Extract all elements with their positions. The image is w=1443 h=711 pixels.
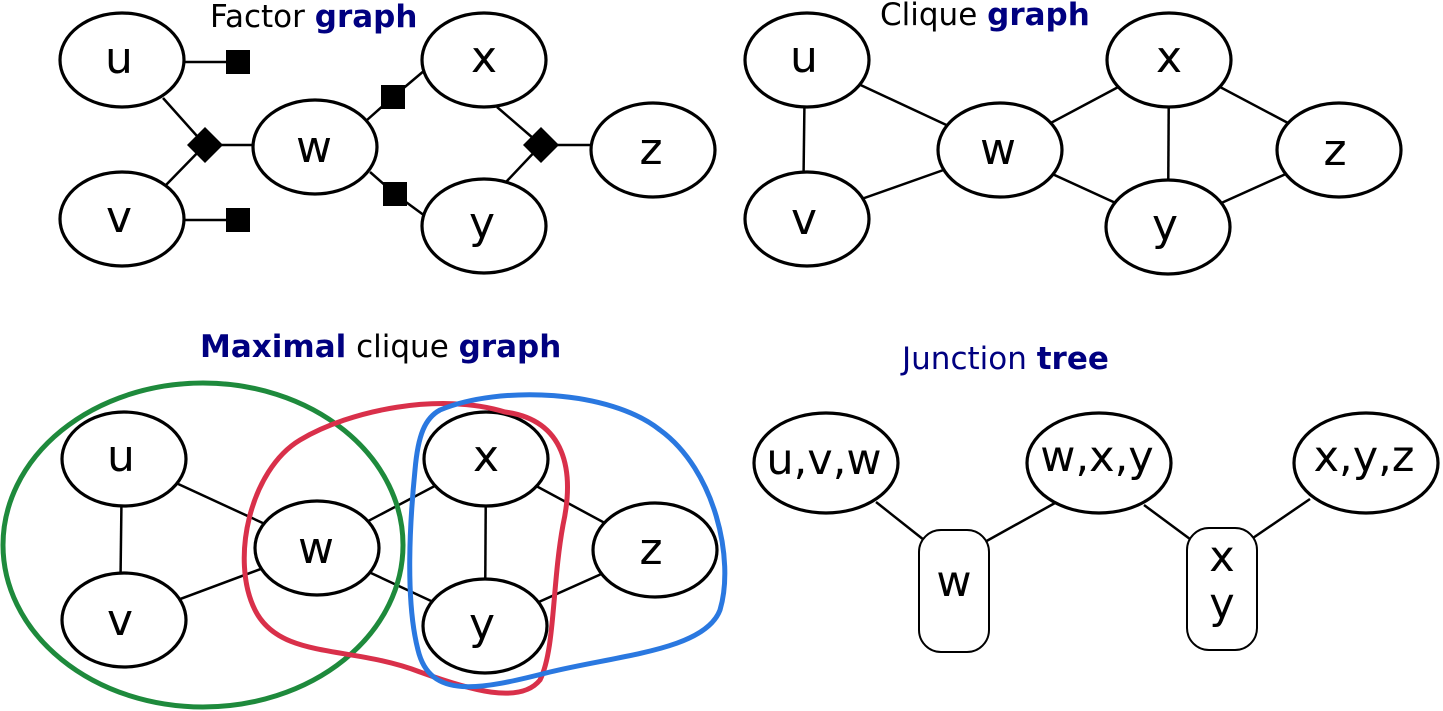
- junction-tree-title: Junction tree: [900, 341, 1109, 377]
- fg-node-z-label: z: [639, 124, 662, 175]
- mcg-node-y: y: [421, 577, 549, 675]
- cg-node-x-label: x: [1156, 32, 1182, 83]
- mcg-title-bold: Maximal: [200, 329, 346, 365]
- jt-separator-w: w: [918, 529, 990, 653]
- fg-node-w: w: [251, 98, 379, 196]
- mcg-node-u-label: u: [107, 431, 135, 482]
- mcg-node-u: u: [60, 410, 188, 508]
- fg-node-y-label: y: [469, 198, 495, 249]
- jt-title-plain: Junction: [900, 341, 1037, 377]
- factor-uvw-diamond: [187, 127, 223, 163]
- jt-separator-w-label: w: [936, 557, 971, 607]
- cg-node-y: y: [1104, 178, 1232, 276]
- factor-wx-square: [381, 85, 405, 109]
- factor-graph-title-plain: Factor: [210, 0, 315, 35]
- jt-clique-uvw: u,v,w: [752, 411, 900, 515]
- jt-clique-wxy: w,x,y: [1025, 411, 1173, 515]
- mcg-node-x-label: x: [473, 431, 499, 482]
- cg-node-x: x: [1105, 11, 1233, 109]
- mcg-node-w: w: [253, 499, 381, 597]
- factor-xyz-diamond: [523, 127, 559, 163]
- clique-hull-green: [0, 380, 406, 710]
- cg-node-y-label: y: [1152, 200, 1178, 251]
- maximal-clique-graph-panel: Maximal clique graph u v w x y: [0, 329, 728, 710]
- cg-node-z: z: [1275, 101, 1403, 199]
- cg-node-z-label: z: [1323, 125, 1346, 176]
- jt-separator-xy-label-y: y: [1209, 579, 1234, 629]
- clique-hull-red: [241, 401, 570, 696]
- mcg-node-v-label: v: [107, 595, 133, 646]
- factor-graph-panel: Factor graph u v w: [58, 0, 717, 275]
- factor-wy-square: [383, 182, 407, 206]
- mcg-node-y-label: y: [469, 599, 495, 650]
- factor-graph-title-bold: graph: [315, 0, 418, 35]
- jt-clique-wxy-label: w,x,y: [1040, 432, 1153, 482]
- fg-node-z: z: [589, 101, 717, 199]
- mcg-node-z-label: z: [639, 524, 662, 575]
- jt-clique-xyz: x,y,z: [1292, 411, 1440, 515]
- jt-edge-uvw-sep-w: [875, 501, 925, 541]
- jt-separator-xy: x y: [1186, 527, 1258, 651]
- fg-node-x: x: [420, 11, 548, 109]
- cg-node-v: v: [743, 170, 871, 268]
- mcg-node-x: x: [422, 410, 550, 508]
- jt-edge-wxy-sep-xy: [1143, 503, 1195, 544]
- factor-u-square: [226, 50, 250, 74]
- mcg-node-v: v: [60, 571, 188, 669]
- cg-node-v-label: v: [791, 194, 817, 245]
- clique-graph-title-bold: graph: [987, 0, 1090, 33]
- clique-graph-panel: Clique graph u v w x y z: [743, 0, 1403, 276]
- jt-separator-xy-label-x: x: [1209, 532, 1234, 582]
- junction-tree-panel: Junction tree u,v,w w,x,y x,y,z w x y: [752, 341, 1440, 653]
- fg-node-y: y: [420, 177, 548, 275]
- jt-clique-uvw-label: u,v,w: [766, 435, 881, 485]
- fg-node-x-label: x: [471, 32, 497, 83]
- mcg-node-z: z: [591, 501, 719, 599]
- clique-graph-title: Clique graph: [880, 0, 1090, 33]
- jt-edge-sep-xy-xyz: [1249, 497, 1311, 542]
- clique-hull-blue: [407, 392, 728, 690]
- fg-node-u: u: [58, 11, 186, 109]
- fg-node-v-label: v: [106, 192, 132, 243]
- fg-node-u-label: u: [105, 33, 133, 84]
- cg-node-w-label: w: [980, 124, 1016, 175]
- cg-node-u: u: [743, 11, 871, 109]
- fg-node-w-label: w: [296, 122, 332, 173]
- factor-graph-title: Factor graph: [210, 0, 417, 35]
- mcg-title-plain: clique: [346, 329, 458, 365]
- maximal-clique-graph-title: Maximal clique graph: [200, 329, 561, 365]
- fg-node-v: v: [58, 170, 186, 268]
- factor-v-square: [226, 208, 250, 232]
- jt-title-bold: tree: [1037, 341, 1109, 377]
- jt-clique-xyz-label: x,y,z: [1314, 432, 1415, 482]
- jt-edge-sep-w-wxy: [982, 501, 1056, 545]
- mcg-title-bold2: graph: [459, 329, 562, 365]
- cg-node-u-label: u: [790, 32, 818, 83]
- mcg-node-w-label: w: [298, 523, 334, 574]
- clique-graph-title-plain: Clique: [880, 0, 987, 33]
- cg-node-w: w: [936, 101, 1064, 199]
